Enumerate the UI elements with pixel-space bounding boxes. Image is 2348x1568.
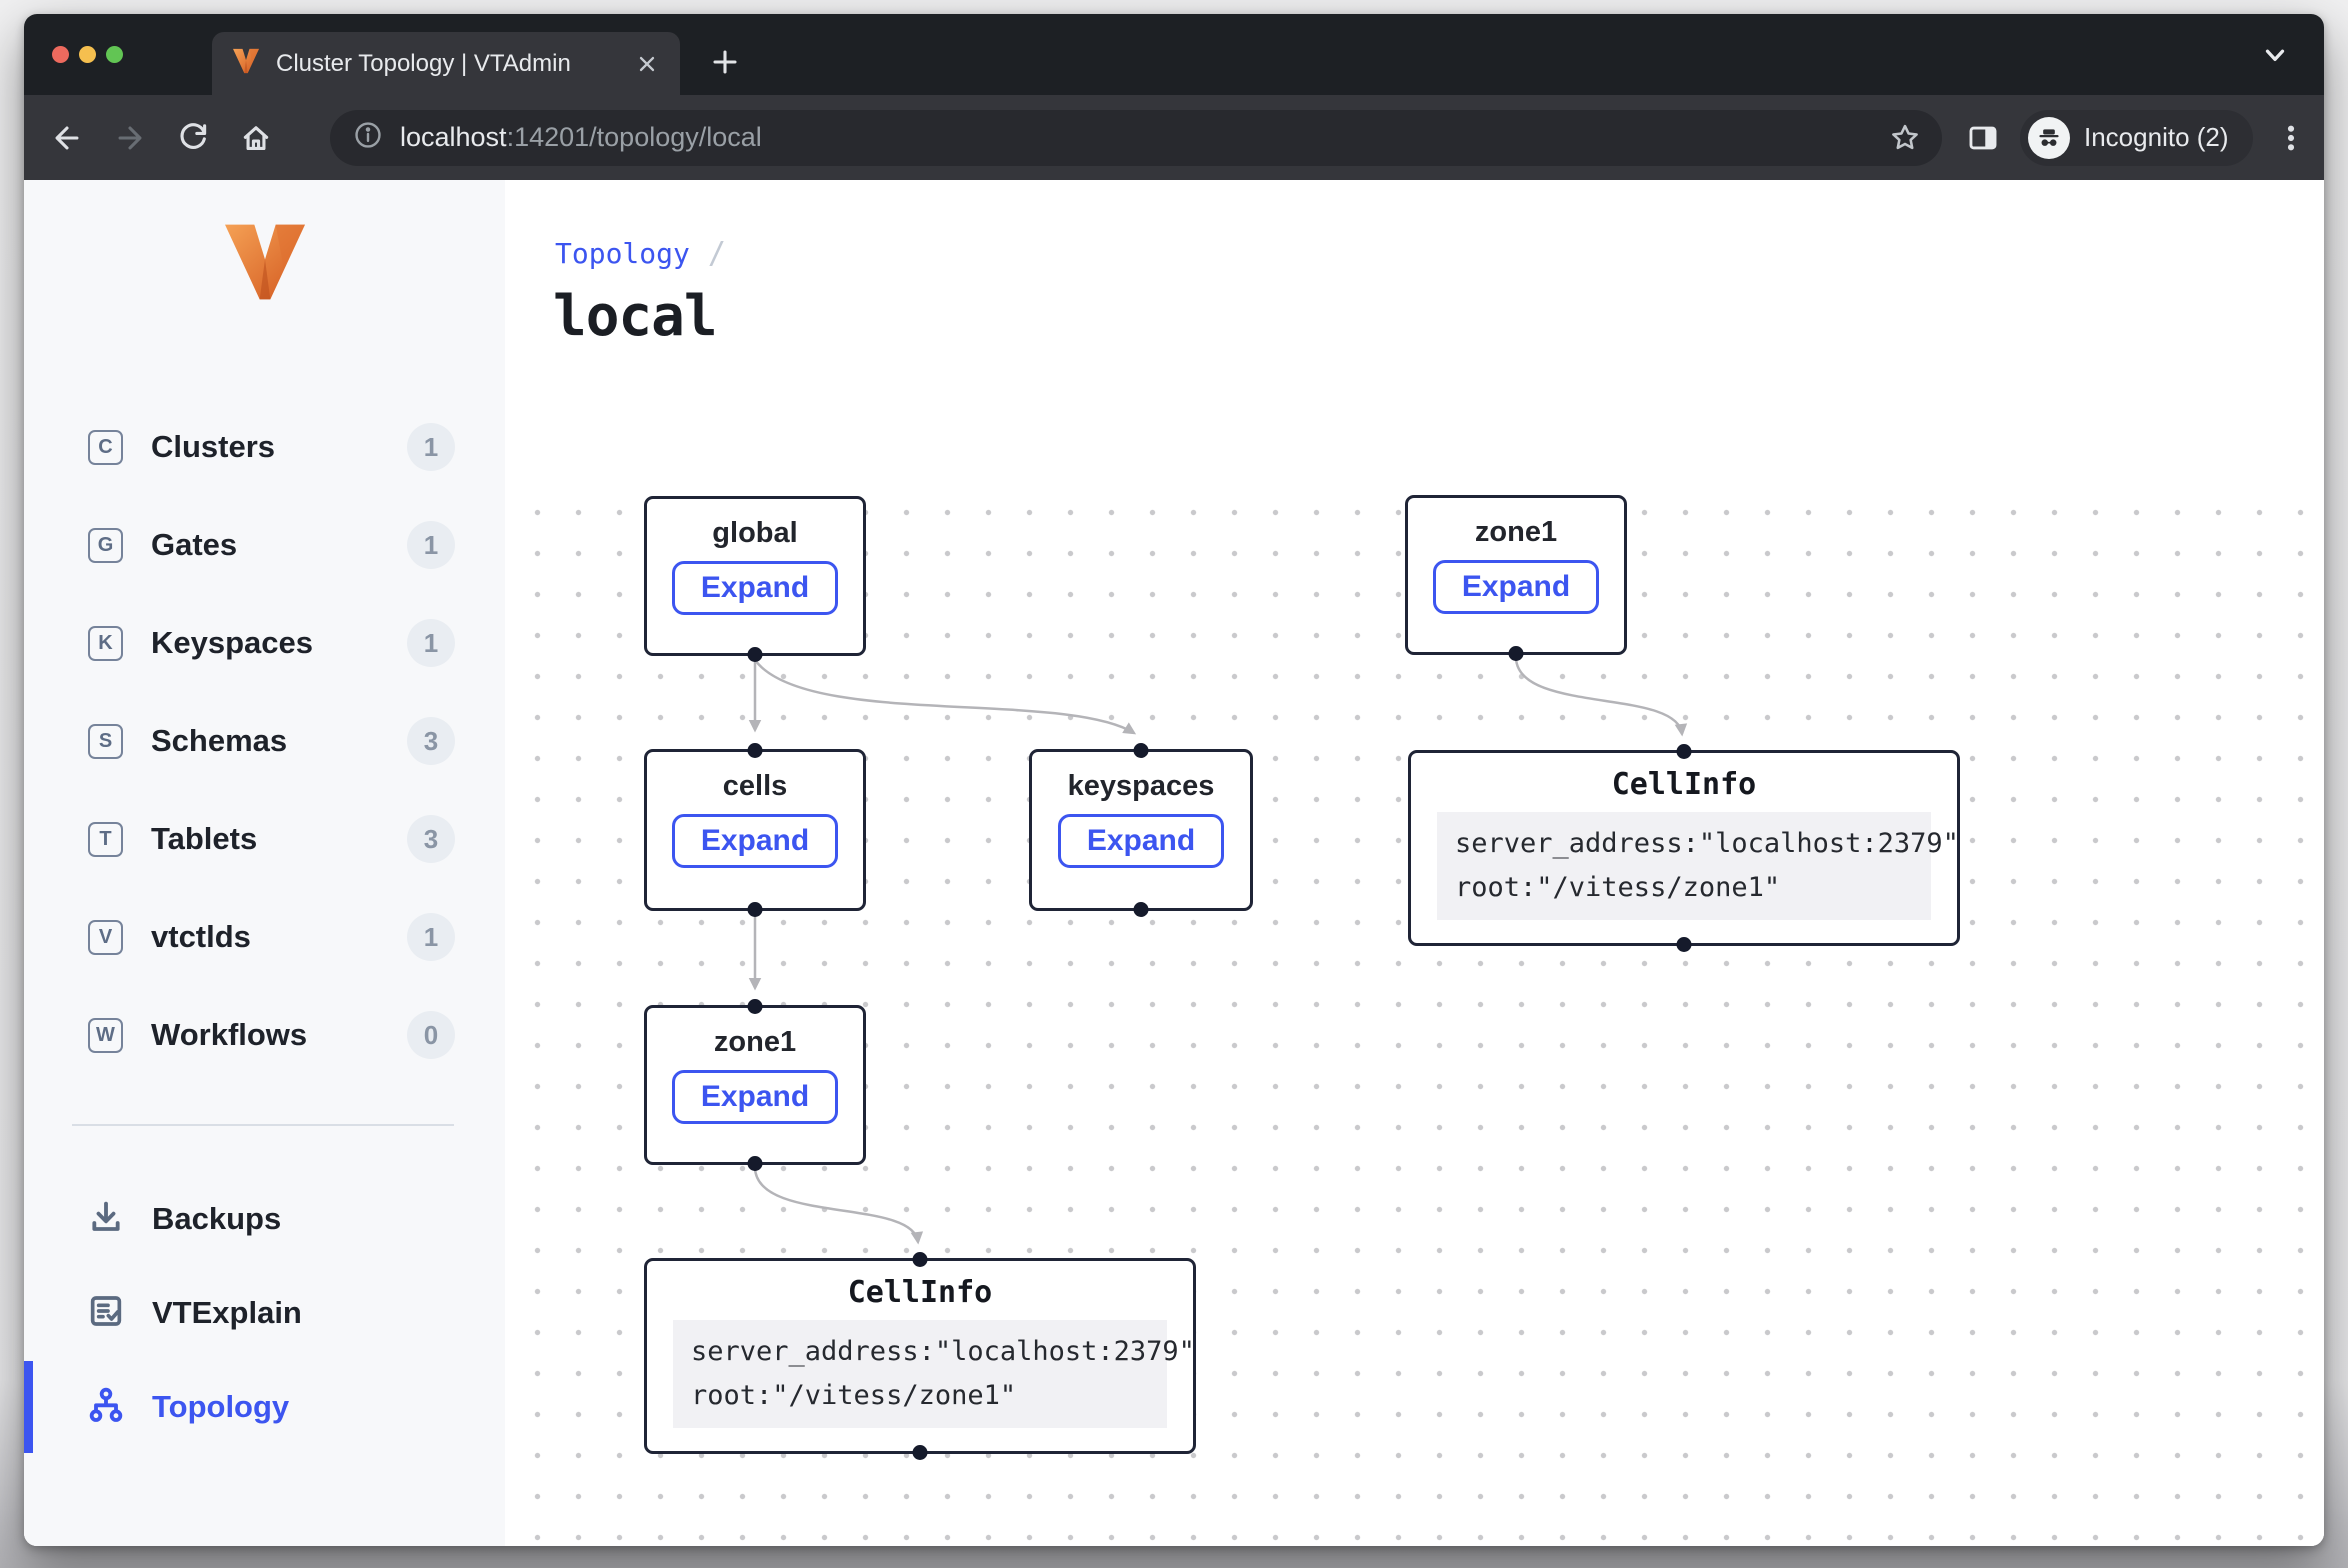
sidebar-divider xyxy=(72,1124,454,1126)
topology-node-global[interactable]: global Expand xyxy=(644,496,866,656)
connection-handle xyxy=(1677,937,1692,952)
window-close-button[interactable] xyxy=(52,46,69,63)
count-badge: 1 xyxy=(407,619,455,667)
reload-icon[interactable] xyxy=(176,120,210,156)
cellinfo-record: server_address:"localhost:2379" root:"/v… xyxy=(673,1320,1167,1428)
count-badge: 3 xyxy=(407,717,455,765)
browser-toolbar: localhost:14201/topology/local Incognito… xyxy=(24,95,2324,180)
back-arrow-icon[interactable] xyxy=(50,120,84,156)
app-content: C Clusters 1 G Gates 1 K Keyspaces 1 S S… xyxy=(24,180,2324,1546)
browser-tab[interactable]: Cluster Topology | VTAdmin xyxy=(212,32,680,95)
schemas-icon: S xyxy=(88,724,123,759)
breadcrumb: Topology / xyxy=(555,236,726,271)
workflows-icon: W xyxy=(88,1018,123,1053)
connection-handle xyxy=(748,743,763,758)
active-indicator xyxy=(24,1361,33,1453)
hierarchy-icon xyxy=(86,1385,126,1430)
window-controls xyxy=(24,14,123,95)
sidebar-item-vtctlds[interactable]: V vtctlds 1 xyxy=(24,888,505,986)
connection-handle xyxy=(748,647,763,662)
bookmark-star-icon[interactable] xyxy=(1888,121,1922,155)
connection-handle xyxy=(1134,902,1149,917)
side-panel-icon[interactable] xyxy=(1966,121,2000,155)
breadcrumb-topology-link[interactable]: Topology xyxy=(555,237,690,270)
topology-page: Topology / local xyxy=(505,180,2324,1546)
forward-arrow-icon[interactable] xyxy=(113,120,147,156)
sidebar-item-gates[interactable]: G Gates 1 xyxy=(24,496,505,594)
count-badge: 1 xyxy=(407,423,455,471)
page-info-icon[interactable] xyxy=(352,119,384,156)
sidebar-item-keyspaces[interactable]: K Keyspaces 1 xyxy=(24,594,505,692)
connection-handle xyxy=(1677,744,1692,759)
incognito-label: Incognito (2) xyxy=(2084,122,2229,153)
topology-node-cellinfo-bottom[interactable]: CellInfo server_address:"localhost:2379"… xyxy=(644,1258,1196,1454)
topology-node-zone1-right[interactable]: zone1 Expand xyxy=(1405,495,1627,655)
count-badge: 0 xyxy=(407,1011,455,1059)
connection-handle xyxy=(748,999,763,1014)
sidebar: C Clusters 1 G Gates 1 K Keyspaces 1 S S… xyxy=(24,180,505,1546)
sidebar-nav: C Clusters 1 G Gates 1 K Keyspaces 1 S S… xyxy=(24,398,505,1084)
sidebar-item-vtexplain[interactable]: VTExplain xyxy=(24,1266,505,1360)
url-path: :14201/topology/local xyxy=(507,122,762,152)
vtctlds-icon: V xyxy=(88,920,123,955)
window-zoom-button[interactable] xyxy=(106,46,123,63)
download-icon xyxy=(86,1197,126,1242)
incognito-badge[interactable]: Incognito (2) xyxy=(2020,110,2253,166)
tab-strip: Cluster Topology | VTAdmin xyxy=(24,14,2324,95)
count-badge: 1 xyxy=(407,913,455,961)
topology-node-cells[interactable]: cells Expand xyxy=(644,749,866,911)
tablets-icon: T xyxy=(88,822,123,857)
tab-search-chevron-icon[interactable] xyxy=(2260,40,2290,70)
connection-handle xyxy=(913,1445,928,1460)
expand-button[interactable]: Expand xyxy=(672,1070,838,1124)
sidebar-item-clusters[interactable]: C Clusters 1 xyxy=(24,398,505,496)
sidebar-item-topology[interactable]: Topology xyxy=(24,1360,505,1454)
tab-title: Cluster Topology | VTAdmin xyxy=(276,50,634,78)
document-check-icon xyxy=(86,1291,126,1336)
menu-kebab-icon[interactable] xyxy=(2275,122,2307,154)
sidebar-item-backups[interactable]: Backups xyxy=(24,1172,505,1266)
gates-icon: G xyxy=(88,528,123,563)
vitess-favicon-icon xyxy=(232,48,260,79)
expand-button[interactable]: Expand xyxy=(672,814,838,868)
window-minimize-button[interactable] xyxy=(79,46,96,63)
sidebar-item-tablets[interactable]: T Tablets 3 xyxy=(24,790,505,888)
count-badge: 3 xyxy=(407,815,455,863)
vitess-logo xyxy=(222,222,308,307)
connection-handle xyxy=(748,1156,763,1171)
topology-node-keyspaces[interactable]: keyspaces Expand xyxy=(1029,749,1253,911)
sidebar-links: Backups VTExplain Topology xyxy=(24,1172,505,1454)
sidebar-item-workflows[interactable]: W Workflows 0 xyxy=(24,986,505,1084)
topology-node-cellinfo-right[interactable]: CellInfo server_address:"localhost:2379"… xyxy=(1408,750,1960,946)
count-badge: 1 xyxy=(407,521,455,569)
topology-node-zone1-left[interactable]: zone1 Expand xyxy=(644,1005,866,1165)
expand-button[interactable]: Expand xyxy=(672,561,838,615)
expand-button[interactable]: Expand xyxy=(1433,560,1599,614)
expand-button[interactable]: Expand xyxy=(1058,814,1224,868)
url-text: localhost:14201/topology/local xyxy=(400,122,762,153)
connection-handle xyxy=(913,1252,928,1267)
page-title: local xyxy=(553,284,717,349)
tab-close-icon[interactable] xyxy=(634,51,660,77)
address-bar[interactable]: localhost:14201/topology/local xyxy=(330,110,1942,166)
clusters-icon: C xyxy=(88,430,123,465)
keyspaces-icon: K xyxy=(88,626,123,661)
sidebar-item-schemas[interactable]: S Schemas 3 xyxy=(24,692,505,790)
connection-handle xyxy=(1509,646,1524,661)
url-host: localhost xyxy=(400,122,507,152)
connection-handle xyxy=(1134,743,1149,758)
cellinfo-record: server_address:"localhost:2379" root:"/v… xyxy=(1437,812,1931,920)
home-icon[interactable] xyxy=(239,120,273,156)
connection-handle xyxy=(748,902,763,917)
new-tab-button[interactable] xyxy=(702,39,748,85)
incognito-icon xyxy=(2028,117,2070,159)
breadcrumb-separator: / xyxy=(708,236,726,271)
browser-window: Cluster Topology | VTAdmin xyxy=(24,14,2324,1546)
